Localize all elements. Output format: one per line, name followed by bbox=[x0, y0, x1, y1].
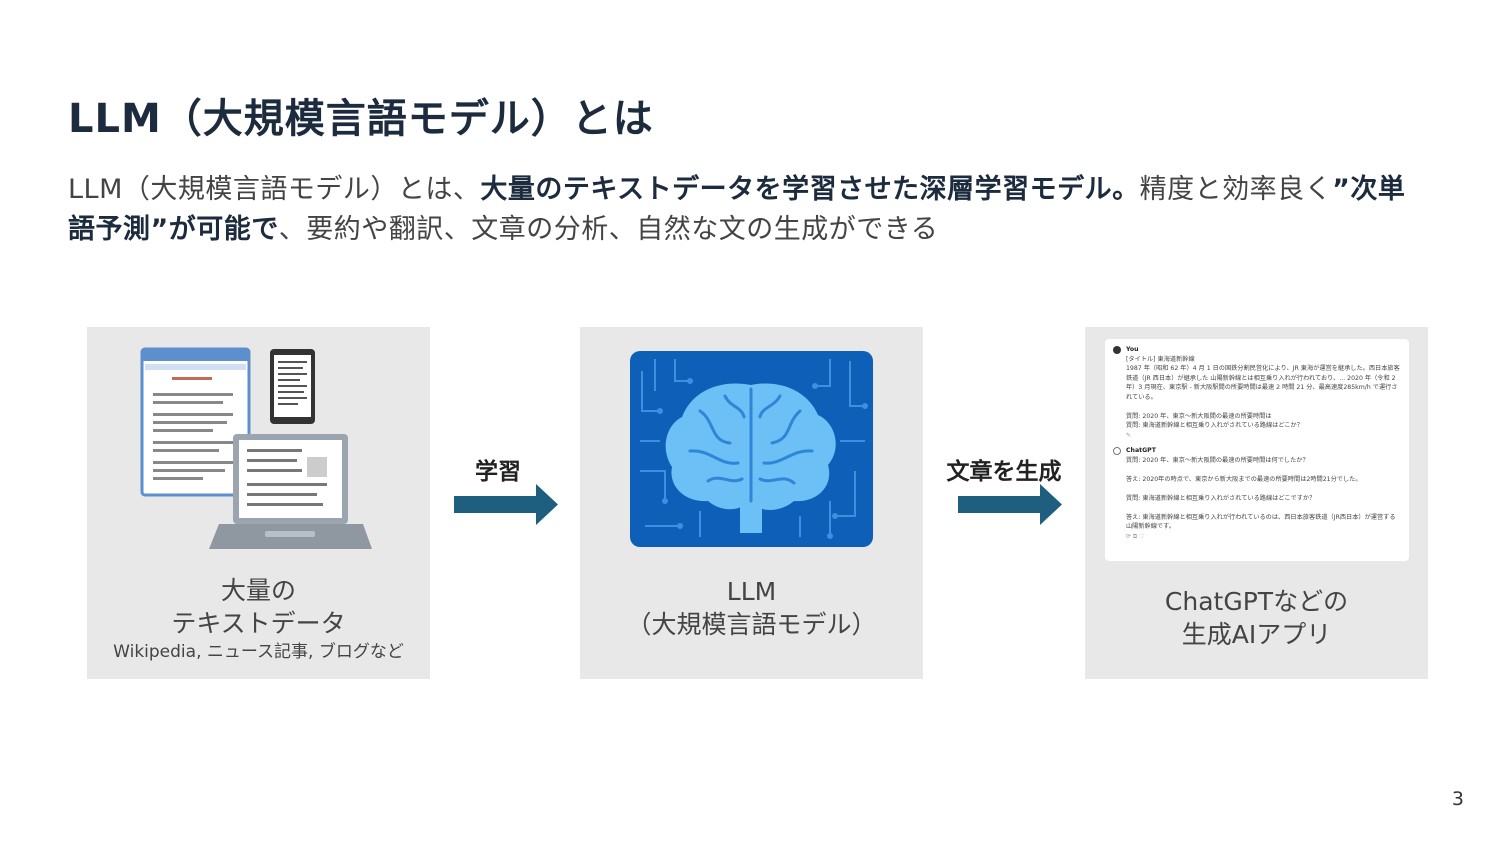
edit-icon: ✎ bbox=[1126, 431, 1132, 439]
desc-text-3: 、要約や翻訳、文章の分析、自然な文の生成ができる bbox=[278, 214, 939, 245]
chat-screenshot: You [タイトル] 東海道新幹線 1987 年（昭和 62 年）4 月 1 日… bbox=[1105, 339, 1409, 561]
chatgpt-line2: 生成AIアプリ bbox=[1181, 620, 1332, 649]
desc-bold-2: ”次単語予測”が可能で bbox=[68, 174, 1406, 245]
slide-title: LLM（大規模言語モデル）とは bbox=[68, 96, 654, 142]
text-data-line2: テキストデータ bbox=[171, 609, 346, 638]
page-number: 3 bbox=[1451, 788, 1464, 810]
chatgpt-line1: ChatGPTなどの bbox=[1164, 587, 1349, 616]
chat-user-header: You bbox=[1113, 345, 1409, 355]
text-data-line1: 大量の bbox=[220, 576, 296, 605]
llm-panel: LLM （大規模言語モデル） bbox=[580, 327, 923, 679]
desc-text-2: 精度と効率良く bbox=[1139, 174, 1333, 205]
llm-line1: LLM bbox=[726, 577, 777, 606]
user-avatar bbox=[1113, 345, 1121, 354]
devices-illustration-icon bbox=[140, 347, 372, 549]
learning-arrow-icon bbox=[454, 484, 558, 525]
text-data-panel: 大量の テキストデータ Wikipedia, ニュース記事, ブログなど bbox=[87, 327, 430, 679]
chatgpt-panel: You [タイトル] 東海道新幹線 1987 年（昭和 62 年）4 月 1 日… bbox=[1085, 327, 1428, 679]
desc-bold-1: 大量のテキストデータを学習させた深層学習モデル。 bbox=[480, 174, 1140, 205]
brain-circuit-icon bbox=[630, 351, 873, 547]
chatgpt-caption: ChatGPTなどの 生成AIアプリ bbox=[1085, 585, 1428, 651]
learning-label: 学習 bbox=[475, 459, 521, 485]
bot-name: ChatGPT bbox=[1126, 447, 1156, 454]
chatgpt-avatar bbox=[1113, 446, 1121, 455]
bot-message: 質問: 2020 年、東京〜新大阪間の最速の所要時間は何でしたか？ 答え: 20… bbox=[1126, 456, 1396, 531]
llm-line2: （大規模言語モデル） bbox=[626, 610, 877, 639]
desc-text-1: LLM（大規模言語モデル）とは、 bbox=[68, 174, 481, 205]
generate-label: 文章を生成 bbox=[946, 459, 1062, 485]
user-name: You bbox=[1126, 346, 1139, 353]
text-data-caption: 大量の テキストデータ Wikipedia, ニュース記事, ブログなど bbox=[87, 574, 430, 664]
chat-bot-header: ChatGPT bbox=[1113, 446, 1409, 456]
generate-arrow-icon bbox=[958, 484, 1062, 525]
llm-caption: LLM （大規模言語モデル） bbox=[580, 575, 923, 641]
reaction-icons: ⟳ ⧉ ♡ bbox=[1126, 532, 1145, 540]
slide-description: LLM（大規模言語モデル）とは、大量のテキストデータを学習させた深層学習モデル。… bbox=[68, 170, 1428, 250]
text-data-examples: Wikipedia, ニュース記事, ブログなど bbox=[113, 642, 404, 662]
user-message: [タイトル] 東海道新幹線 1987 年（昭和 62 年）4 月 1 日の国鉄分… bbox=[1126, 355, 1400, 430]
